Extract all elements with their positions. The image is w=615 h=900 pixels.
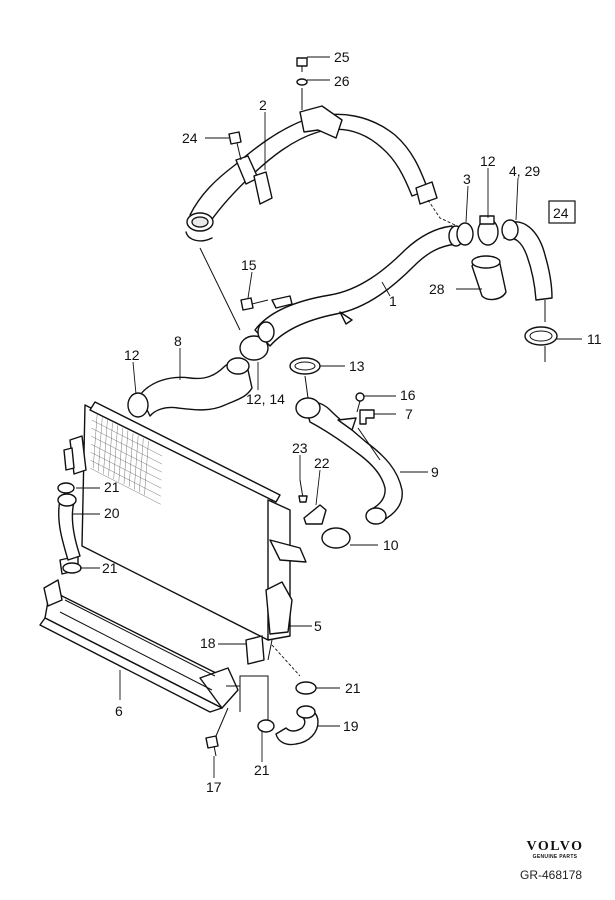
callout-7: 7 [405, 406, 413, 422]
lower-cooler [39, 579, 239, 713]
callout-4-29: 4, 29 [509, 163, 540, 179]
fin-line [123, 430, 129, 485]
washer-26 [296, 78, 308, 86]
hose-19 [275, 705, 319, 746]
clamp-13-inner [294, 361, 316, 371]
callout-12-left: 12 [124, 347, 140, 363]
bolt-25 [296, 57, 308, 72]
fin-line [90, 468, 161, 505]
sleeve-28 [471, 255, 507, 301]
hose-4-29 [501, 219, 553, 301]
callout-13: 13 [349, 358, 365, 374]
callout-19: 19 [343, 718, 359, 734]
callout-24-box [548, 200, 576, 224]
clamp-12-left [127, 392, 149, 418]
clamp-21-left-lower [62, 562, 82, 574]
callout-1: 1 [389, 293, 397, 309]
clamp-21-bottom [257, 719, 275, 733]
callout-17: 17 [206, 779, 222, 795]
hose-8 [139, 357, 253, 417]
fin-line [90, 443, 162, 481]
clamp-3 [456, 222, 474, 246]
callout-16: 16 [400, 387, 416, 403]
callout-20: 20 [104, 505, 120, 521]
callout-12-14: 12, 14 [246, 391, 285, 407]
bolt-23 [298, 479, 308, 503]
bolt-15 [240, 297, 269, 311]
bolt-17 [205, 735, 219, 757]
clamp-12-upper-screw [479, 215, 495, 225]
callout-26: 26 [334, 73, 350, 89]
intake-pipe-upper [185, 105, 438, 242]
intercooler-fins [90, 414, 163, 505]
callout-22: 22 [314, 455, 330, 471]
callout-21-a: 21 [104, 479, 120, 495]
bracket-22 [303, 504, 327, 525]
callout-3: 3 [463, 171, 471, 187]
fin-line [91, 427, 163, 465]
callout-12-upper: 12 [480, 153, 496, 169]
bolt-16 [355, 392, 365, 413]
clamp-11-inner [529, 330, 553, 342]
fin-line [103, 419, 108, 474]
callout-18: 18 [200, 635, 216, 651]
callout-9: 9 [431, 464, 439, 480]
clamp-21-lower [295, 681, 317, 695]
bolt-24 [228, 131, 242, 161]
hose-20 [57, 493, 81, 561]
clamp-12-14-collar [257, 321, 275, 343]
fin-line [113, 425, 118, 480]
callout-21-b: 21 [102, 560, 118, 576]
hose-9 [295, 397, 403, 525]
intercooler-core [59, 401, 307, 641]
callout-10: 10 [383, 537, 399, 553]
fin-line [144, 440, 149, 495]
callout-28: 28 [429, 281, 445, 297]
bracket-7 [359, 409, 375, 425]
pipe-stub-left [63, 447, 75, 471]
clamp-12-14 [239, 335, 269, 361]
callout-21-d: 21 [254, 762, 270, 778]
clamp-10 [321, 527, 351, 549]
callout-8: 8 [174, 333, 182, 349]
callout-11: 11 [587, 331, 602, 347]
clamp-21-left-upper [57, 482, 75, 494]
fin-line [128, 432, 134, 488]
assembly-lines [199, 88, 546, 737]
callout-24-boxed: 24 [553, 205, 569, 221]
brand-subtitle: GENUINE PARTS [532, 854, 578, 860]
callout-23: 23 [292, 440, 308, 456]
callout-labels: 25 26 2 24 12 4, 29 3 24 15 28 1 11 8 12… [102, 49, 602, 795]
fin-line [134, 435, 139, 490]
bracket-18 [245, 635, 265, 665]
callout-21-c: 21 [345, 680, 361, 696]
fin-line [108, 422, 113, 477]
callout-25: 25 [334, 49, 350, 65]
fin-line [118, 427, 123, 482]
fin-line [98, 417, 103, 472]
callout-5: 5 [314, 618, 322, 634]
brand-logo: VOLVO GENUINE PARTS [519, 839, 591, 861]
fin-line [92, 414, 98, 469]
leader-lines [72, 56, 582, 778]
fin-line [91, 435, 162, 473]
clamp-11 [524, 326, 558, 346]
callout-2: 2 [259, 97, 267, 113]
fin-line [90, 460, 162, 497]
callout-15: 15 [241, 257, 257, 273]
fin-line [139, 438, 144, 493]
fin-line [91, 419, 163, 457]
fin-line [90, 452, 162, 489]
callout-24: 24 [182, 130, 198, 146]
diagram-reference-number: GR-468178 [520, 868, 583, 882]
brand-name: VOLVO [526, 839, 584, 854]
callout-6: 6 [115, 703, 123, 719]
